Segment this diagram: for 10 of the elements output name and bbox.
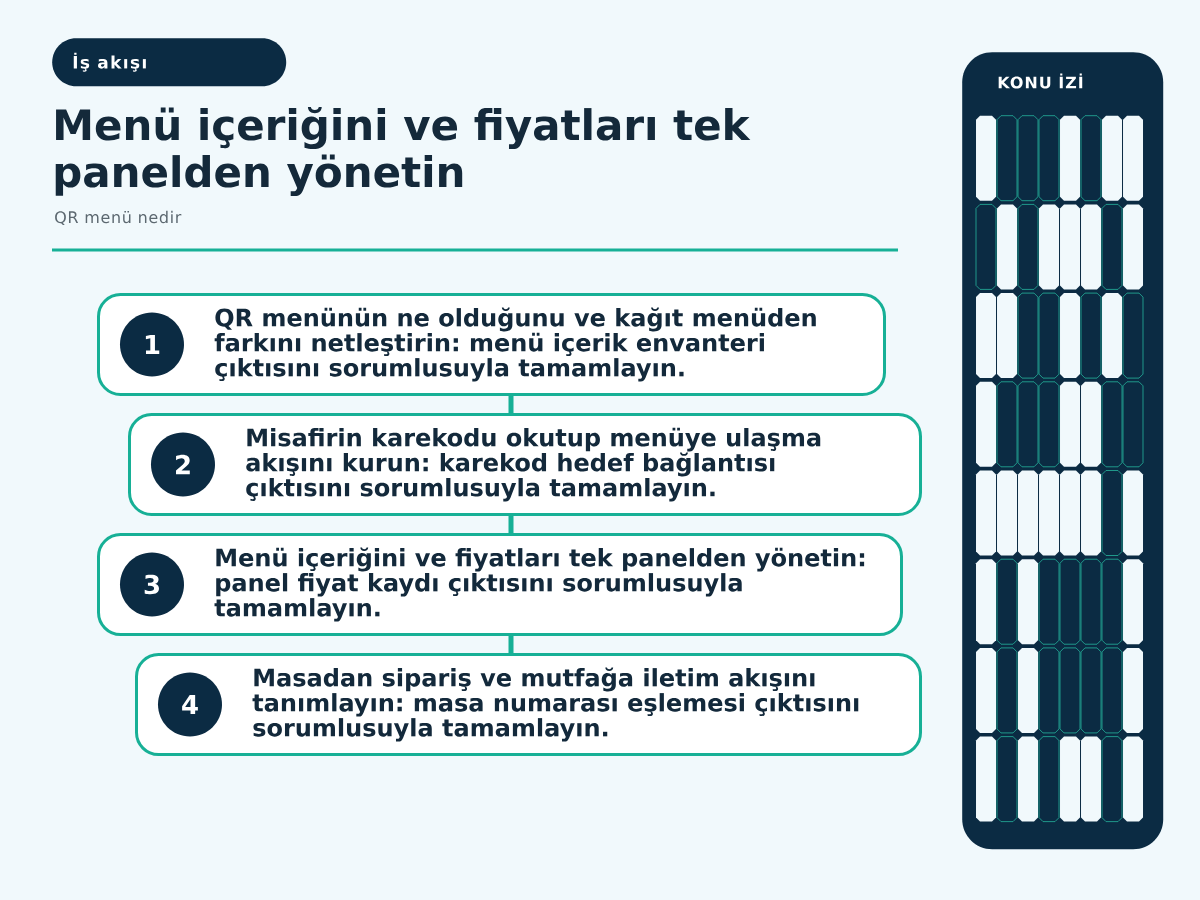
connector-line: [508, 636, 514, 653]
step-number: 1: [120, 312, 184, 377]
category-pill: İş akışı: [52, 38, 287, 87]
step-number: 4: [158, 672, 222, 737]
subtitle: QR menü nedir: [55, 210, 182, 226]
step-number: 3: [120, 552, 184, 617]
connector-line: [508, 396, 514, 413]
title: Menü içeriğini ve fiyatları tek panelden yönetin: [55, 107, 751, 197]
step-number: 2: [151, 432, 215, 497]
connector-line: [508, 516, 514, 533]
